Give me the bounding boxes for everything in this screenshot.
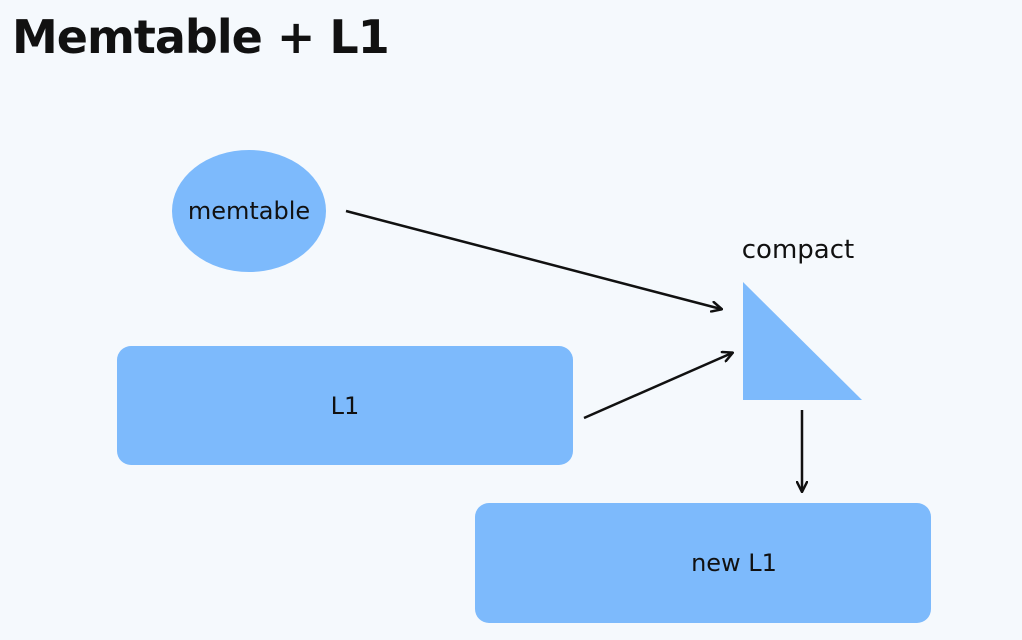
- compact-triangle: [743, 282, 862, 400]
- l1-node: L1: [117, 346, 573, 465]
- arrow-l1-to-compact: [583, 353, 732, 420]
- new-l1-node: new L1: [475, 503, 931, 623]
- compact-label: compact: [742, 235, 854, 265]
- l1-label: L1: [331, 392, 360, 420]
- memtable-label: memtable: [188, 197, 310, 225]
- new-l1-label: new L1: [691, 549, 777, 577]
- memtable-node: memtable: [172, 150, 326, 272]
- compact-node: compact: [742, 235, 862, 400]
- slide-title: Memtable + L1: [12, 10, 390, 64]
- arrow-memtable-to-compact: [345, 209, 721, 309]
